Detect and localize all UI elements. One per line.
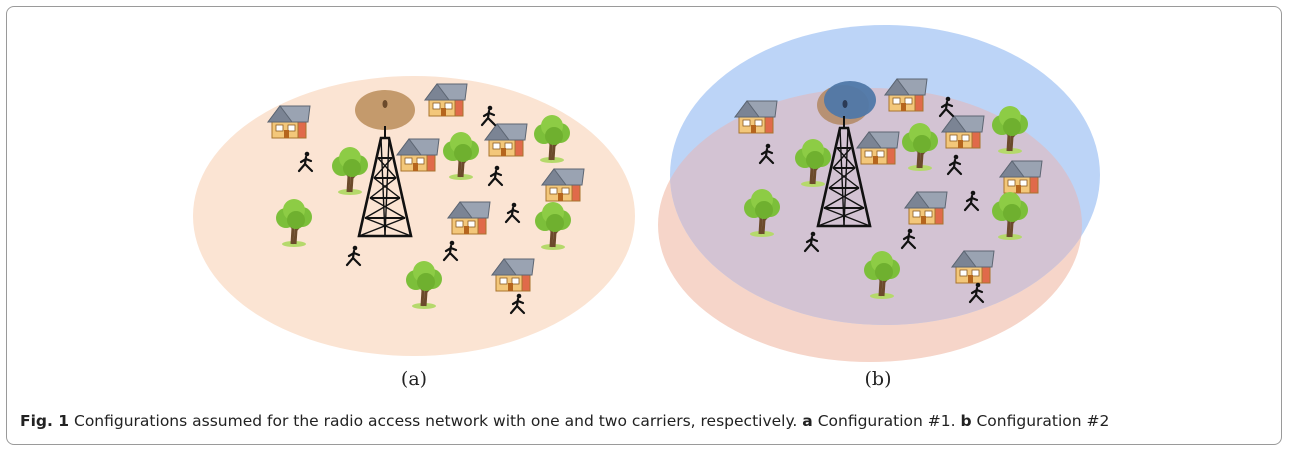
caption-a-text: Configuration #1. (812, 412, 961, 430)
figure-caption: Fig. 1 Configurations assumed for the ra… (20, 412, 1270, 430)
figure-number: Fig. 1 (20, 412, 70, 430)
tower-antenna-icon (842, 100, 848, 108)
panel-a-illustration (193, 76, 635, 356)
caption-a-label: a (802, 412, 813, 430)
tower-small-cell (824, 81, 876, 119)
panel-a-label: (a) (400, 368, 428, 390)
tower-small-cell (355, 90, 415, 130)
panel-b-label: (b) (864, 368, 892, 390)
tower-antenna-icon (382, 100, 388, 108)
caption-text: Configurations assumed for the radio acc… (69, 412, 803, 430)
panel-b-illustration (658, 25, 1100, 362)
figure-frame (6, 6, 1282, 445)
caption-b-text: Configuration #2 (971, 412, 1110, 430)
figure-illustration (193, 25, 1100, 362)
caption-b-label: b (960, 412, 972, 430)
